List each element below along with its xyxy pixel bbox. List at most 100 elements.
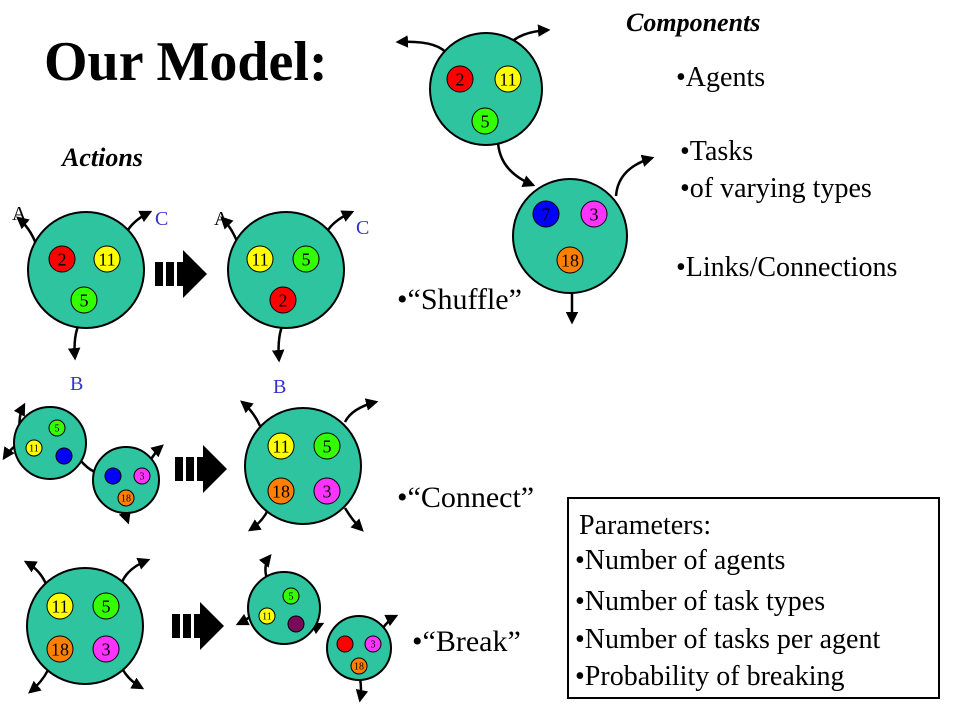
break-after-task-11-label: 11 (262, 612, 272, 623)
shuffle-after-label-b: B (273, 376, 286, 398)
break-after-task-3 (364, 635, 382, 653)
parameter-task-types: •Number of task types (575, 586, 826, 617)
bottom-task-3-label: 3 (590, 204, 599, 224)
shuffle-after-task-5 (292, 245, 320, 273)
bottom-agent (512, 178, 628, 294)
top-task-2-label: 2 (456, 69, 465, 89)
connect-before-task-3 (133, 467, 151, 485)
bottom-task-3 (580, 200, 608, 228)
shuffle-before-task-5-label: 5 (80, 290, 89, 310)
connect-transition-arrow-head (197, 445, 227, 493)
connect-after-task-3-label: 3 (323, 481, 332, 501)
action-connect: •“Connect” (397, 481, 535, 514)
shuffle-after-label-c: C (356, 217, 369, 239)
connect-before-task-blue2 (104, 467, 122, 485)
break-before-task-18-label: 18 (51, 639, 69, 659)
shuffle-before-task-2-label: 2 (58, 249, 67, 269)
break-before-link-bl (28, 669, 50, 694)
connect-transition-arrow-stripe1 (175, 457, 183, 481)
break-before-task-5 (92, 592, 120, 620)
break-after-task-purple (287, 615, 305, 633)
connect-after-task-18 (267, 477, 295, 505)
shuffle-before-task-5 (70, 286, 98, 314)
shuffle-after-task-2 (269, 286, 297, 314)
connect-before-task-11-label: 11 (29, 444, 39, 455)
break-before-link-tr (120, 557, 151, 583)
page-title: Our Model: (44, 31, 328, 93)
shuffle-before-task-2 (48, 245, 76, 273)
connect-before-agent2 (92, 446, 160, 514)
shuffle-after-task-11-label: 11 (251, 249, 268, 269)
action-break: •“Break” (412, 625, 521, 658)
break-after-task-5-label: 5 (289, 592, 294, 603)
bottom-task-7-label: 7 (542, 204, 551, 224)
break-after-task-18-label: 18 (354, 662, 364, 673)
break-after-task-3-label: 3 (371, 640, 376, 651)
break-after-link-down (355, 677, 369, 703)
shuffle-before-label-c: C (155, 208, 168, 230)
shuffle-transition-arrow-stripe1 (155, 262, 163, 286)
shuffle-before-agent (27, 211, 145, 329)
connect-after-task-5-label: 5 (323, 436, 332, 456)
connect-after-link-bl (247, 509, 270, 532)
break-after-task-11 (258, 607, 276, 625)
shuffle-after-label-a: A (214, 208, 229, 230)
connect-after-link-br (343, 507, 364, 532)
connect-before-agent1 (13, 406, 87, 480)
components-heading: Components (626, 8, 761, 37)
break-after-agent1 (247, 571, 321, 645)
break-transition-arrow-stripe1 (172, 614, 180, 638)
bottom-task-7 (532, 200, 560, 228)
break-before-task-3 (92, 635, 120, 663)
connect-after-task-5 (313, 432, 341, 460)
connect-before-task-18-label: 18 (121, 494, 131, 505)
component-agents: •Agents (676, 62, 766, 93)
connect-before-task-11 (25, 439, 43, 457)
top-task-11-label: 11 (499, 69, 516, 89)
break-before-task-11-label: 11 (51, 596, 68, 616)
break-after-task-5 (282, 587, 300, 605)
connect-before-task-3-label: 3 (140, 472, 145, 483)
connect-before-task-blue (55, 447, 73, 465)
top-task-11 (494, 65, 522, 93)
link-bottom-right (614, 154, 655, 197)
break-before-task-5-label: 5 (102, 596, 111, 616)
connect-after-task-11 (267, 432, 295, 460)
shuffle-after-task-5-label: 5 (302, 249, 311, 269)
break-transition-arrow-head (194, 602, 224, 650)
parameter-breaking-probability: •Probability of breaking (575, 661, 845, 692)
shuffle-after-agent (227, 211, 345, 329)
component-tasks: •Tasks (680, 136, 754, 167)
break-before-agent (26, 567, 144, 685)
shuffle-before-task-11 (93, 245, 121, 273)
shuffle-before-label-b: B (70, 373, 83, 395)
connect-after-agent (244, 407, 362, 525)
actions-heading: Actions (62, 143, 143, 172)
top-task-2 (446, 65, 474, 93)
break-after-task-red (336, 635, 354, 653)
break-transition-arrow-stripe2 (183, 614, 191, 638)
break-before-task-18 (46, 635, 74, 663)
component-links: •Links/Connections (676, 252, 898, 283)
break-before-task-11 (46, 592, 74, 620)
component-task-types: •of varying types (680, 173, 872, 204)
shuffle-before-task-11-label: 11 (98, 249, 115, 269)
top-task-5-label: 5 (481, 111, 490, 131)
shuffle-before-label-a: A (12, 203, 27, 225)
break-before-link-br (120, 667, 145, 690)
connect-after-task-11-label: 11 (272, 436, 289, 456)
connect-after-task-18-label: 18 (272, 481, 290, 501)
parameters-header: Parameters: (579, 510, 712, 541)
shuffle-after-task-11 (246, 245, 274, 273)
break-after-task-18 (350, 657, 368, 675)
break-before-task-3-label: 3 (102, 639, 111, 659)
top-task-5 (471, 107, 499, 135)
connect-after-link-tl (240, 400, 262, 427)
action-shuffle: •“Shuffle” (397, 283, 522, 316)
connect-before-task-5-label: 5 (55, 424, 60, 435)
connect-before-task-18 (117, 489, 135, 507)
shuffle-transition-arrow-stripe2 (166, 262, 174, 286)
parameters-box (567, 497, 940, 699)
bottom-task-18-label: 18 (561, 250, 579, 270)
